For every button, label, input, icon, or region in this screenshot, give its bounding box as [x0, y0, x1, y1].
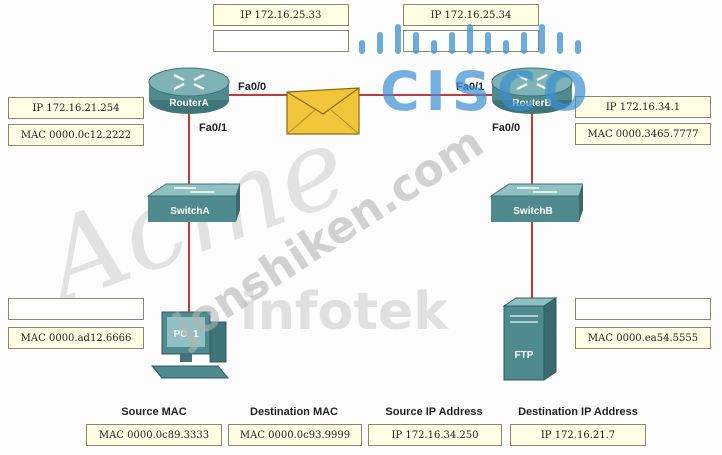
routerA-name: RouterA — [169, 98, 208, 109]
dest-mac-header: Destination MAC — [250, 406, 338, 418]
source-ip-header: Source IP Address — [385, 406, 483, 418]
wire-switchB-ftp — [531, 222, 533, 304]
dest-ip-header: Destination IP Address — [518, 406, 638, 418]
routerA-fa00-ip-box: IP 172.16.25.33 — [213, 4, 349, 26]
routerB-fa00-ip-box: IP 172.16.34.1 — [575, 96, 711, 118]
routerB-fa00-label: Fa0/0 — [492, 122, 521, 134]
wire-routerB-switchB — [531, 112, 533, 192]
envelope-icon — [286, 87, 360, 135]
dest-ip-box: IP 172.16.21.7 — [510, 424, 646, 446]
routerA-fa00-label: Fa0/0 — [238, 81, 267, 93]
pc-mac-box: MAC 0000.ad12.6666 — [8, 327, 144, 349]
routerA-fa01-mac-box: MAC 0000.0c12.2222 — [8, 124, 144, 146]
routerA-fa00-blank-box — [213, 30, 349, 52]
routerB-icon: RouterB — [491, 67, 573, 114]
switchA-name: SwitchA — [170, 206, 209, 217]
ftp-ip-blank-box — [575, 298, 711, 320]
wire-routerA-routerB — [210, 94, 510, 96]
pc-name: PC_1 — [173, 329, 198, 340]
cisco-watermark-text: CISCO — [380, 60, 595, 123]
ftp-name: FTP — [515, 350, 534, 361]
dest-mac-box: MAC 0000.0c93.9999 — [228, 424, 362, 446]
ftp-server-icon: FTP — [502, 297, 558, 381]
pc-icon: PC_1 — [150, 311, 230, 379]
source-mac-box: MAC 0000.0c89.3333 — [86, 424, 222, 446]
routerB-fa01-ip-box: IP 172.16.25.34 — [403, 4, 539, 26]
routerA-icon: RouterA — [148, 67, 230, 114]
switchB-icon: SwitchB — [489, 183, 583, 222]
routerA-fa01-ip-box: IP 172.16.21.254 — [8, 97, 144, 119]
cisco-watermark-bars — [359, 24, 581, 54]
switchB-name: SwitchB — [513, 206, 552, 217]
ftp-mac-box: MAC 0000.ea54.5555 — [575, 327, 711, 349]
wire-switchA-pc — [188, 222, 190, 322]
routerB-fa01-label: Fa0/1 — [456, 81, 485, 93]
routerB-name: RouterB — [512, 98, 551, 109]
routerA-fa01-label: Fa0/1 — [199, 122, 228, 134]
source-mac-header: Source MAC — [121, 406, 187, 418]
routerB-fa00-mac-box: MAC 0000.3465.7777 — [575, 123, 711, 145]
source-ip-box: IP 172.16.34.250 — [368, 424, 502, 446]
wire-routerA-switchA — [188, 112, 190, 192]
switchA-icon: SwitchA — [146, 183, 240, 222]
infotek-watermark: infotek — [240, 282, 448, 342]
pc-ip-blank-box — [8, 298, 144, 320]
